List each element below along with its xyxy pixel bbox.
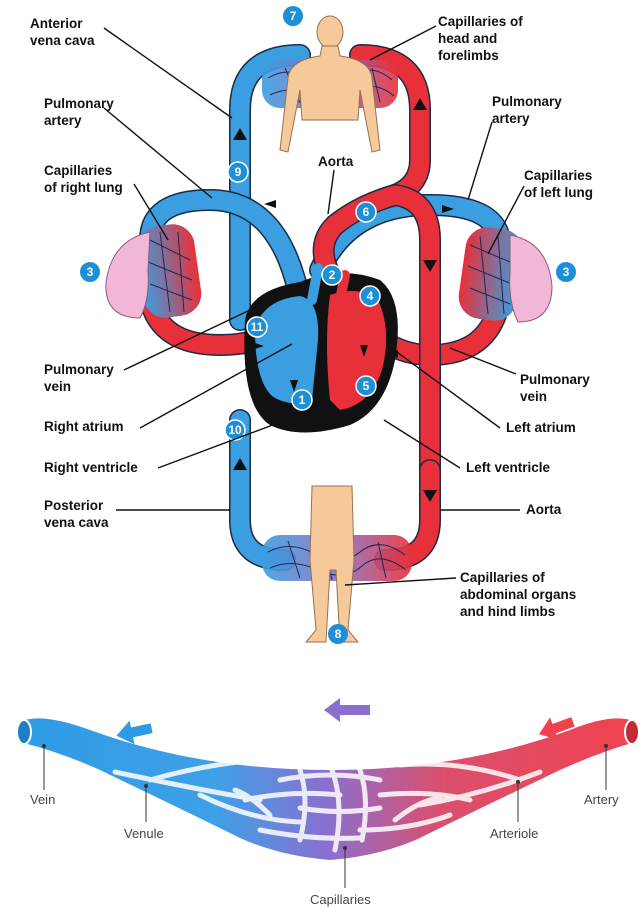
label-capillaries-abdominal-2: abdominal organs xyxy=(460,587,576,602)
label-pulmonary-vein-left-1: Pulmonary xyxy=(44,362,114,377)
label-capillaries-right-lung-1: Capillaries xyxy=(44,163,112,178)
label-artery: Artery xyxy=(584,792,619,807)
badge-3-right: 3 xyxy=(556,262,576,282)
svg-text:3: 3 xyxy=(87,265,94,279)
svg-text:6: 6 xyxy=(363,205,370,219)
label-capillaries-right-lung-2: of right lung xyxy=(44,180,123,195)
label-capillaries-left-lung-2: of left lung xyxy=(524,185,593,200)
flow-arrow-middle xyxy=(324,698,370,722)
right-lung xyxy=(106,232,150,318)
label-capillaries-head-1: Capillaries of xyxy=(438,14,523,29)
badge-4: 4 xyxy=(360,286,380,306)
svg-text:2: 2 xyxy=(329,268,336,282)
label-arteriole: Arteriole xyxy=(490,826,538,841)
svg-text:9: 9 xyxy=(235,165,242,179)
label-right-ventricle: Right ventricle xyxy=(44,460,138,475)
svg-text:3: 3 xyxy=(563,265,570,279)
svg-text:11: 11 xyxy=(251,320,264,334)
svg-text:8: 8 xyxy=(335,627,342,641)
badge-7: 7 xyxy=(283,6,303,26)
label-venule: Venule xyxy=(124,826,164,841)
badge-6: 6 xyxy=(356,202,376,222)
label-left-atrium: Left atrium xyxy=(506,420,576,435)
label-pulmonary-vein-right-2: vein xyxy=(520,389,547,404)
label-capillaries-head-3: forelimbs xyxy=(438,48,499,63)
label-aorta-bottom: Aorta xyxy=(526,502,562,517)
label-posterior-vena-cava-1: Posterior xyxy=(44,498,104,513)
badge-8: 8 xyxy=(328,624,348,644)
svg-text:4: 4 xyxy=(367,289,374,303)
badge-11: 11 xyxy=(247,317,267,337)
left-lung xyxy=(510,235,552,322)
badge-2: 2 xyxy=(322,265,342,285)
svg-text:5: 5 xyxy=(363,379,370,393)
label-pulmonary-artery-left-1: Pulmonary xyxy=(44,96,114,111)
svg-text:7: 7 xyxy=(290,9,297,23)
label-capillaries: Capillaries xyxy=(310,892,371,907)
vessel-diagram: Vein Venule Capillaries Arteriole Artery xyxy=(17,698,639,907)
artery-opening xyxy=(625,720,639,744)
upper-body-figure xyxy=(280,16,380,152)
badge-1: 1 xyxy=(292,390,312,410)
label-left-ventricle: Left ventricle xyxy=(466,460,551,475)
label-capillaries-head-2: head and xyxy=(438,31,497,46)
label-anterior-vena-cava-2: vena cava xyxy=(30,33,95,48)
badge-9: 9 xyxy=(228,162,248,182)
svg-text:10: 10 xyxy=(228,423,242,437)
label-capillaries-abdominal-3: and hind limbs xyxy=(460,604,555,619)
label-pulmonary-artery-left-2: artery xyxy=(44,113,82,128)
lower-body-figure xyxy=(306,486,358,642)
label-right-atrium: Right atrium xyxy=(44,419,124,434)
label-posterior-vena-cava-2: vena cava xyxy=(44,515,109,530)
badge-5: 5 xyxy=(356,376,376,396)
label-pulmonary-artery-right-2: artery xyxy=(492,111,530,126)
label-capillaries-left-lung-1: Capillaries xyxy=(524,168,592,183)
label-pulmonary-vein-right-1: Pulmonary xyxy=(520,372,590,387)
label-capillaries-abdominal-1: Capillaries of xyxy=(460,570,545,585)
label-anterior-vena-cava-1: Anterior xyxy=(30,16,83,31)
label-aorta-top: Aorta xyxy=(318,154,354,169)
label-pulmonary-vein-left-2: vein xyxy=(44,379,71,394)
svg-text:1: 1 xyxy=(299,393,306,407)
label-pulmonary-artery-right-1: Pulmonary xyxy=(492,94,562,109)
badge-3-left: 3 xyxy=(80,262,100,282)
vein-opening xyxy=(17,720,31,744)
label-vein: Vein xyxy=(30,792,55,807)
